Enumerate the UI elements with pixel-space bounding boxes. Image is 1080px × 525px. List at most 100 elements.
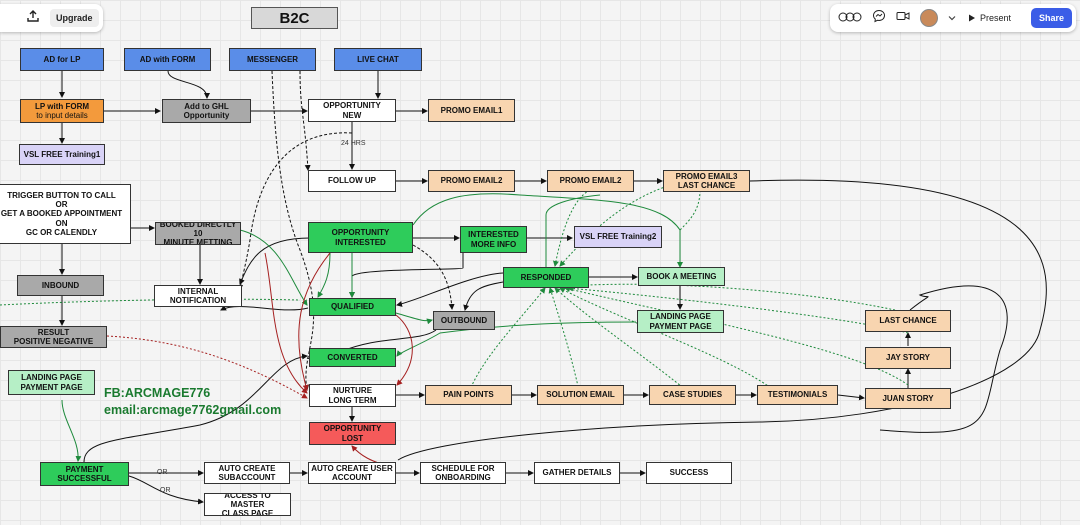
diagram-title: B2C	[251, 7, 338, 29]
node-line: INBOUND	[41, 280, 80, 290]
node-responded[interactable]: RESPONDED	[503, 267, 589, 288]
node-inbound[interactable]: INBOUND	[17, 275, 104, 296]
node-vsl-free-training2[interactable]: VSL FREE Training2	[574, 226, 662, 248]
node-line: BOOK A MEETING	[646, 271, 717, 281]
node-line: LOST	[341, 433, 364, 443]
chat-icon[interactable]	[872, 9, 886, 28]
node-promo-email1[interactable]: PROMO EMAIL1	[428, 99, 515, 122]
node-line: SUBACCOUNT	[218, 473, 276, 482]
upgrade-button[interactable]: Upgrade	[50, 9, 99, 27]
node-follow-up[interactable]: FOLLOW UP	[308, 170, 396, 192]
node-line: MORE INFO	[470, 239, 517, 249]
node-line: GC OR CALENDLY	[25, 227, 98, 237]
label-or-1: OR	[157, 469, 168, 476]
node-last-chance[interactable]: LAST CHANCE	[865, 310, 951, 332]
node-ad-for-lp[interactable]: AD for LP	[20, 48, 104, 71]
user-avatar[interactable]	[920, 9, 938, 27]
node-line: PAYMENT PAGE	[20, 382, 83, 392]
chevron-down-icon[interactable]	[948, 9, 956, 27]
node-line: POSITIVE NEGATIVE	[13, 337, 94, 346]
node-book-a-meeting[interactable]: BOOK A MEETING	[638, 267, 725, 286]
node-line: SUCCESS	[669, 468, 709, 478]
share-button[interactable]: Share	[1030, 8, 1072, 28]
node-line: QUALIFIED	[330, 302, 375, 312]
node-promo-email2-a[interactable]: PROMO EMAIL2	[428, 170, 515, 192]
node-line: TRIGGER BUTTON TO CALL	[7, 191, 116, 201]
node-line: ONBOARDING	[435, 473, 491, 482]
contact-fb: FB:ARCMAGE776	[104, 386, 211, 400]
node-converted[interactable]: CONVERTED	[309, 348, 396, 367]
node-promo-email2-b[interactable]: PROMO EMAIL2	[547, 170, 634, 192]
node-line: FOLLOW UP	[328, 176, 376, 186]
upload-icon[interactable]	[26, 9, 40, 28]
node-juan-story[interactable]: JUAN STORY	[865, 388, 951, 409]
node-line: INTERESTED	[468, 230, 519, 240]
node-vsl-free-training1[interactable]: VSL FREE Training1	[19, 144, 105, 165]
node-case-studies[interactable]: CASE STUDIES	[649, 385, 736, 405]
node-line: LONG TERM	[328, 395, 377, 405]
node-line: TESTIMONIALS	[767, 390, 828, 400]
reactions-icon[interactable]	[838, 9, 862, 28]
node-line: AUTO CREATE USER	[311, 463, 393, 473]
node-line: VSL FREE Training1	[23, 149, 101, 159]
node-line: MINUTE METTING	[163, 238, 233, 245]
node-qualified[interactable]: QUALIFIED	[309, 298, 396, 316]
node-line: GATHER DETAILS	[542, 468, 612, 478]
node-testimonials[interactable]: TESTIMONIALS	[757, 385, 838, 405]
node-line: LP with FORM	[34, 101, 90, 111]
node-line: RESPONDED	[520, 272, 572, 282]
present-label: Present	[980, 13, 1012, 23]
node-line: SOLUTION EMAIL	[546, 390, 615, 400]
node-jay-story[interactable]: JAY STORY	[865, 347, 951, 369]
node-line: NURTURE	[332, 386, 373, 396]
node-solution-email[interactable]: SOLUTION EMAIL	[537, 385, 624, 405]
node-live-chat[interactable]: LIVE CHAT	[334, 48, 422, 71]
node-line: Add to GHL	[184, 101, 229, 111]
node-pain-points[interactable]: PAIN POINTS	[425, 385, 512, 405]
node-messenger[interactable]: MESSENGER	[229, 48, 316, 71]
node-line: GET A BOOKED APPOINTMENT ON	[0, 209, 123, 228]
node-gather-details[interactable]: GATHER DETAILS	[534, 462, 620, 484]
node-line: JAY STORY	[885, 353, 931, 363]
node-line: INTERESTED	[335, 237, 386, 247]
node-line: OPPORTUNITY	[323, 424, 382, 434]
node-success[interactable]: SUCCESS	[646, 462, 732, 484]
node-line: LAST CHANCE	[677, 181, 736, 190]
node-line: PROMO EMAIL2	[559, 176, 622, 186]
node-line: PAYMENT PAGE	[649, 321, 712, 331]
node-line: INTERNAL	[177, 286, 219, 296]
node-line: NOTIFICATION	[169, 296, 227, 305]
video-icon[interactable]	[896, 9, 910, 28]
node-outbound[interactable]: OUTBOUND	[433, 311, 495, 330]
node-line: SUCCESSFUL	[57, 474, 112, 483]
node-line: MESSENGER	[246, 54, 299, 64]
present-button[interactable]: Present	[968, 13, 1011, 23]
node-line: to input details	[36, 111, 88, 120]
node-ad-with-form[interactable]: AD with FORM	[124, 48, 211, 71]
node-line: LIVE CHAT	[357, 54, 399, 64]
play-icon	[969, 14, 975, 22]
node-line: CLASS PAGE	[221, 509, 274, 516]
node-line: OR	[55, 200, 68, 210]
node-line: RESULT	[37, 327, 70, 337]
